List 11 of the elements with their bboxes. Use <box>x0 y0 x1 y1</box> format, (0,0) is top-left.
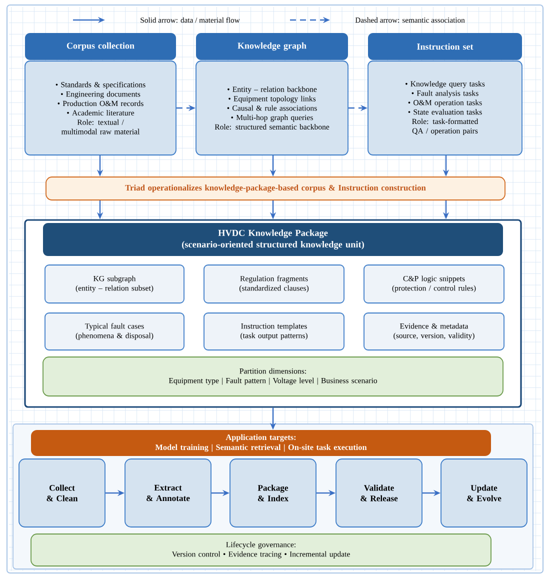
process-box: Extract & Annotate <box>124 458 212 528</box>
card-header: Instruction set <box>368 33 522 60</box>
process-box: Validate & Release <box>336 458 422 528</box>
title-banner: HVDC Knowledge Package (scenario-oriented structured knowledge unit) <box>43 223 503 256</box>
card-header: Corpus collection <box>25 33 176 60</box>
process-box: Collect & Clean <box>18 458 106 528</box>
process-box: Package & Index <box>230 458 316 528</box>
banner-box: Triad operationalizes knowledge-package-based corpus & Instruction construction <box>46 176 506 200</box>
process-box: Update & Evolve <box>440 458 528 528</box>
card-header: Knowledge graph <box>196 33 348 60</box>
targets-banner: Application targets: Model training | Semantic retrieval | On-site task execution <box>31 430 491 456</box>
